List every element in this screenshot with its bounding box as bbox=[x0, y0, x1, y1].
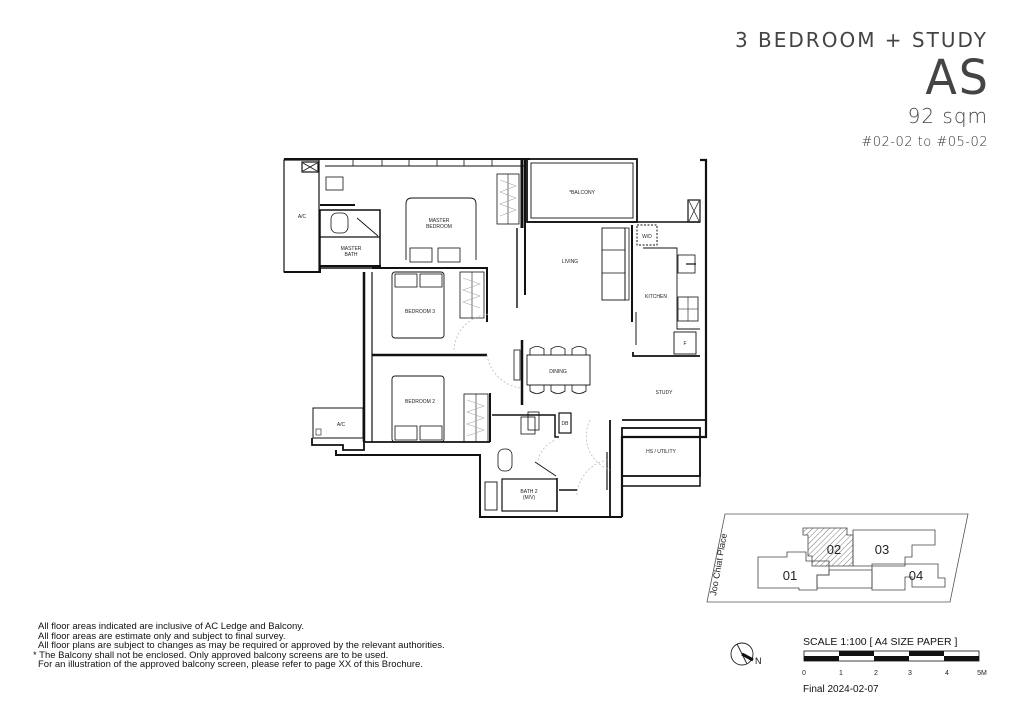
street-label: Joo Chiat Place bbox=[708, 533, 729, 597]
note-line: For an illustration of the approved balc… bbox=[38, 659, 423, 671]
scale-tick: 0 bbox=[802, 670, 806, 677]
north-arrow-icon: N bbox=[730, 642, 762, 666]
unit-code: AS bbox=[925, 48, 990, 106]
label-study: STUDY bbox=[656, 390, 674, 396]
label-wd: W/D bbox=[642, 234, 652, 240]
scale-tick: 1 bbox=[839, 670, 843, 677]
label-db: DB bbox=[562, 421, 570, 427]
label-master-bath-1: MASTER bbox=[341, 246, 362, 252]
unit-area: 92 sqm bbox=[907, 104, 988, 128]
label-living: LIVING bbox=[562, 259, 579, 265]
scale-title: SCALE 1:100 [ A4 SIZE PAPER ] bbox=[803, 636, 958, 648]
key-unit-01: 01 bbox=[783, 568, 797, 583]
label-ac-bottom: A/C bbox=[337, 422, 346, 428]
scale-tick: 2 bbox=[874, 670, 878, 677]
label-fridge: F bbox=[683, 341, 686, 347]
label-master-bedroom-1: MASTER bbox=[429, 218, 450, 224]
label-bath2-2: (M/V) bbox=[523, 495, 536, 501]
scale-tick: 4 bbox=[945, 670, 949, 677]
label-dining: DINING bbox=[549, 369, 567, 375]
scale-bar: 0 1 2 3 4 5M bbox=[802, 650, 987, 677]
label-balcony: *BALCONY bbox=[569, 190, 596, 196]
key-unit-02: 02 bbox=[827, 542, 841, 557]
label-kitchen: KITCHEN bbox=[645, 294, 667, 300]
label-ac-top: A/C bbox=[298, 214, 307, 220]
label-hs-utility: HS / UTILITY bbox=[646, 449, 676, 455]
key-unit-04: 04 bbox=[909, 568, 923, 583]
note-line: All floor plans are subject to changes a… bbox=[38, 640, 445, 652]
disclaimer-notes: All floor areas indicated are inclusive … bbox=[33, 621, 445, 671]
label-bath2-1: BATH 2 bbox=[520, 489, 537, 495]
note-line: All floor areas are estimate only and su… bbox=[38, 630, 286, 642]
scale-tick: 5M bbox=[977, 670, 987, 677]
final-date: Final 2024-02-07 bbox=[803, 684, 879, 695]
label-master-bedroom-2: BEDROOM bbox=[426, 224, 452, 230]
key-plan: 01 02 03 04 Joo Chiat Place bbox=[706, 513, 969, 603]
unit-type-title: 3 BEDROOM + STUDY bbox=[734, 28, 988, 52]
north-label: N bbox=[755, 656, 762, 666]
scale-tick: 3 bbox=[908, 670, 912, 677]
unit-range: #02-02 to #05-02 bbox=[861, 135, 988, 150]
note-line: * The Balcony shall not be enclosed. Onl… bbox=[33, 649, 389, 661]
label-master-bath-2: BATH bbox=[345, 252, 358, 258]
label-bedroom-3: BEDROOM 3 bbox=[405, 309, 435, 315]
key-unit-03: 03 bbox=[875, 542, 889, 557]
label-bedroom-2: BEDROOM 2 bbox=[405, 399, 435, 405]
note-line: All floor areas indicated are inclusive … bbox=[38, 621, 304, 632]
